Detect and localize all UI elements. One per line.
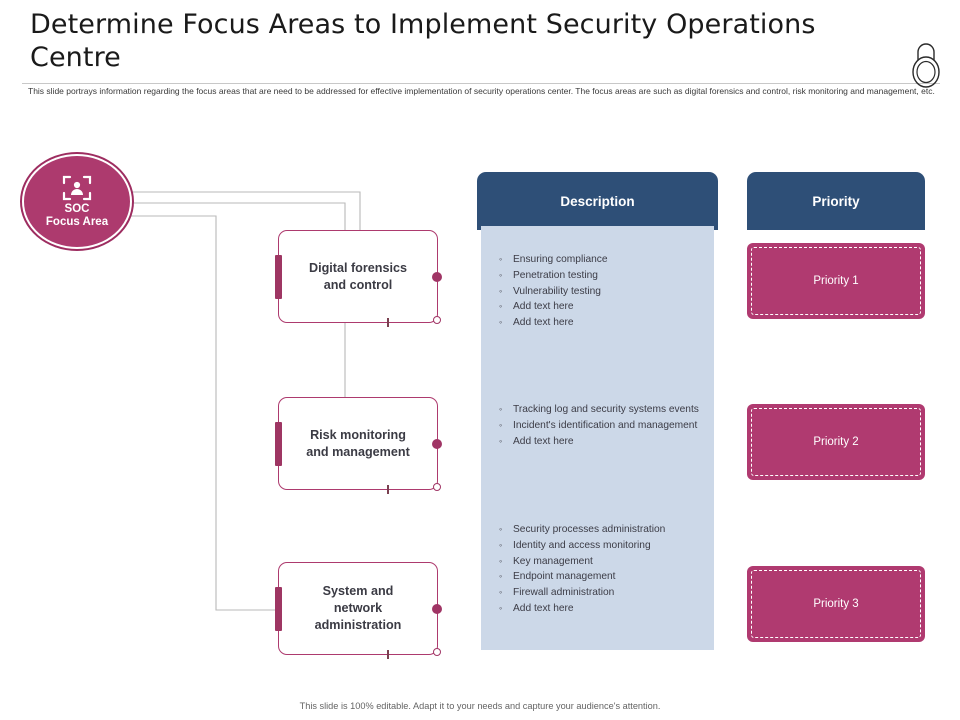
slide-subtitle: This slide portrays information regardin… [28,86,935,96]
description-group-3: ◦ Security processes administration ◦ Id… [499,522,707,617]
padlock-icon [912,43,940,88]
priority-header: Priority [747,172,925,230]
bullet-circle-icon: ◦ [499,419,503,430]
box-connector-dot [432,271,442,282]
bullet-circle-icon: ◦ [499,571,503,582]
box-connector-ring [433,648,441,656]
priority-card-3[interactable]: Priority 3 [747,566,925,642]
priority-card-label: Priority 3 [813,598,859,610]
list-item: ◦ Add text here [499,601,707,617]
bullet-circle-icon: ◦ [499,435,503,446]
list-item: ◦ Add text here [499,434,707,450]
box-connector-dot [432,438,442,449]
description-body [481,226,714,650]
list-item: ◦ Add text here [499,315,707,331]
bullet-circle-icon: ◦ [499,317,503,328]
box-bottom-tick [387,650,389,659]
soc-hub-label: SOC Focus Area [45,202,109,228]
list-item: ◦ Vulnerability testing [499,284,707,300]
bullet-circle-icon: ◦ [499,301,503,312]
priority-card-label: Priority 1 [813,275,859,287]
slide-header: Determine Focus Areas to Implement Secur… [0,0,960,120]
list-item: ◦ Add text here [499,299,707,315]
focus-area-label: Risk monitoring and management [306,427,410,459]
page-title: Determine Focus Areas to Implement Secur… [30,9,816,73]
bullet-circle-icon: ◦ [499,602,503,613]
focus-area-box-1[interactable]: Digital forensics and control [275,230,442,327]
bullet-circle-icon: ◦ [499,524,503,534]
description-group-2: ◦ Tracking log and security systems even… [499,402,707,449]
box-left-bar [275,254,282,299]
list-item: ◦ Key management [499,554,707,570]
priority-card-2[interactable]: Priority 2 [747,404,925,480]
priority-card-1[interactable]: Priority 1 [747,243,925,319]
box-bottom-tick [387,318,389,327]
bullet-circle-icon: ◦ [499,539,503,550]
list-item: ◦ Firewall administration [499,585,707,601]
focus-area-label: Digital forensics and control [309,260,407,292]
list-item: ◦ Ensuring compliance [499,252,707,268]
soc-focus-area-hub[interactable]: SOC Focus Area [22,154,132,249]
bullet-circle-icon: ◦ [499,285,503,296]
bullet-circle-icon: ◦ [499,254,503,264]
list-item: ◦ Penetration testing [499,268,707,284]
list-item: ◦ Tracking log and security systems even… [499,402,707,418]
box-left-bar [275,421,282,466]
bullet-circle-icon: ◦ [499,269,503,280]
priority-card-label: Priority 2 [813,436,859,448]
description-group-1: ◦ Ensuring compliance ◦ Penetration test… [499,252,707,331]
list-item: ◦ Security processes administration [499,522,707,538]
box-bottom-tick [387,485,389,494]
list-item: ◦ Identity and access monitoring [499,538,707,554]
description-header: Description [477,172,718,230]
person-scan-icon [62,175,92,200]
header-divider [22,83,940,84]
bullet-circle-icon: ◦ [499,587,503,598]
description-panel: Description ◦ Ensuring compliance ◦ Pene… [477,172,718,650]
box-left-bar [275,586,282,631]
box-connector-ring [433,483,441,491]
focus-area-box-2[interactable]: Risk monitoring and management [275,397,442,494]
box-connector-ring [433,316,441,324]
bullet-circle-icon: ◦ [499,404,503,414]
bullet-circle-icon: ◦ [499,555,503,566]
slide-footer-note: This slide is 100% editable. Adapt it to… [299,701,661,711]
list-item: ◦ Endpoint management [499,569,707,585]
focus-area-box-3[interactable]: System and network administration [275,562,442,659]
focus-area-label: System and network administration [314,584,402,632]
list-item: ◦ Incident's identification and manageme… [499,418,707,434]
box-connector-dot [432,603,442,614]
